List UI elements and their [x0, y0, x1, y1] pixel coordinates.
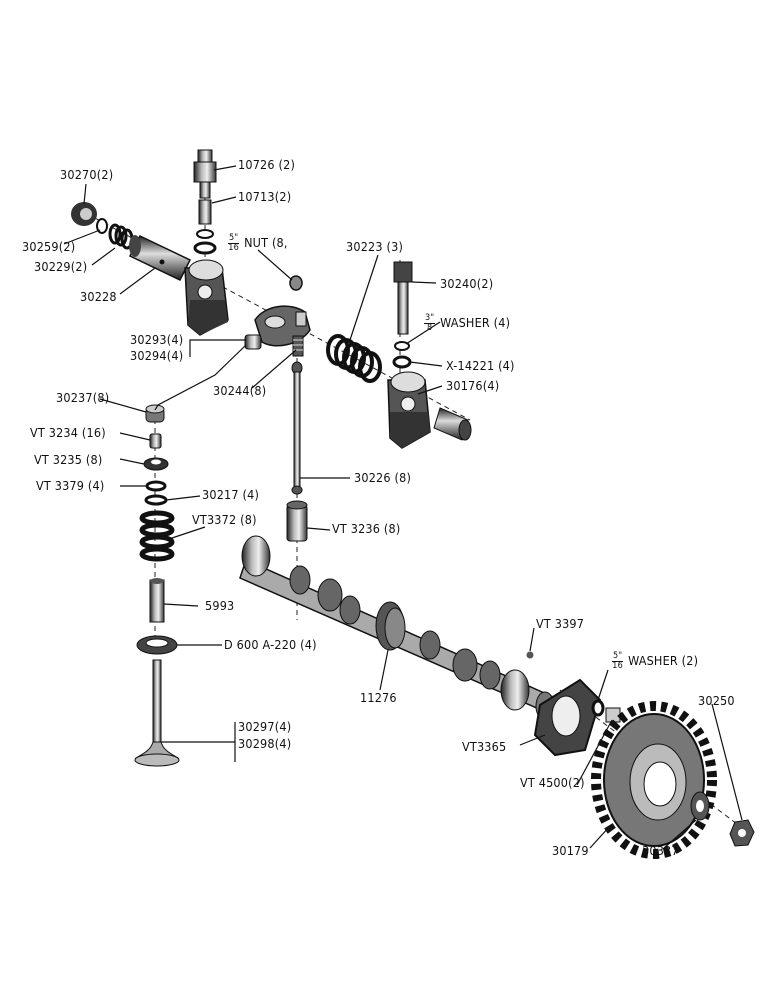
- label-vt3236: VT 3236 (8): [332, 521, 401, 536]
- label-nut-text: NUT (8,: [244, 235, 288, 250]
- label-nut-5-16: 5"16 NUT (8,: [228, 234, 288, 253]
- part-30240-bolt: [393, 261, 413, 335]
- label-30240: 30240(2): [440, 276, 494, 291]
- part-vt3397-plug: [526, 651, 534, 659]
- part-30228-rocker-shaft: [128, 235, 192, 281]
- label-vt3365: VT3365: [462, 739, 507, 754]
- part-d600-insert: [136, 635, 178, 655]
- fraction-5-16-washer: 5"16: [612, 651, 624, 671]
- washer-small: [196, 229, 214, 239]
- label-vt3235: VT 3235 (8): [34, 452, 103, 467]
- part-30237-cap: [145, 404, 165, 423]
- label-washer-5-16: 5"16 WASHER (2): [612, 652, 698, 671]
- part-30259-washer: [96, 218, 108, 234]
- label-30337: 30337: [642, 843, 679, 858]
- label-washer-3-8-text: WASHER (4): [440, 315, 511, 330]
- label-washer-5-16-text: WASHER (2): [628, 653, 699, 668]
- part-10713-spacer: [198, 199, 212, 225]
- shaft-end-plug: [433, 407, 472, 441]
- label-30297: 30297(4): [238, 719, 292, 734]
- fraction-3-8: 3"8: [424, 313, 436, 333]
- label-30179: 30179: [552, 843, 589, 858]
- part-11276-camshaft: [239, 535, 561, 721]
- part-30244-adjusting-screw: [292, 335, 304, 357]
- cam-gear: [375, 601, 406, 651]
- washer-medium: [193, 241, 217, 255]
- part-30250-nut: [729, 819, 755, 847]
- label-vt3234: VT 3234 (16): [30, 425, 106, 440]
- washer-3-8: [394, 341, 410, 351]
- part-vt3365-thrust-plate: [533, 678, 602, 757]
- label-vt4500: VT 4500(2): [520, 775, 585, 790]
- washer-5-16: [591, 699, 605, 717]
- leader-lines: [63, 165, 743, 849]
- part-vt3236-tappet: [286, 500, 308, 542]
- label-30298: 30298(4): [238, 736, 292, 751]
- rocker-bracket-left: [184, 259, 229, 336]
- label-30294: 30294(4): [130, 348, 184, 363]
- label-30244: 30244(8): [213, 383, 267, 398]
- label-30228: 30228: [80, 289, 117, 304]
- part-10726-stud: [193, 149, 217, 199]
- label-vt3379: VT 3379 (4): [36, 478, 105, 493]
- label-10713: 10713(2): [238, 189, 292, 204]
- part-nut-5-16: [289, 275, 303, 291]
- part-30297-valve: [134, 659, 180, 767]
- label-30259: 30259(2): [22, 239, 76, 254]
- part-vt3379-washer: [145, 480, 167, 492]
- label-x14221: X-14221 (4): [446, 358, 515, 373]
- label-vt3372: VT3372 (8): [192, 512, 257, 527]
- label-washer-3-8: 3"8 WASHER (4): [424, 314, 510, 333]
- part-30337-washer: [690, 791, 710, 821]
- part-5993-guide: [149, 578, 165, 623]
- part-30176-bracket: [387, 371, 431, 449]
- part-30226-push-rod: [291, 361, 303, 495]
- label-10726: 10726 (2): [238, 157, 296, 172]
- label-5993: 5993: [205, 598, 235, 613]
- part-30217-seat: [144, 494, 168, 506]
- label-30270: 30270(2): [60, 167, 114, 182]
- label-11276: 11276: [360, 690, 397, 705]
- part-vt3235-retainer: [143, 457, 169, 471]
- label-30176: 30176(4): [446, 378, 500, 393]
- part-30179-cam-gear: [591, 701, 717, 859]
- label-30293: 30293(4): [130, 332, 184, 347]
- part-30293-bushing: [244, 334, 262, 350]
- part-30223-spring: [326, 334, 382, 383]
- label-30217: 30217 (4): [202, 487, 260, 502]
- part-x14221-washer: [392, 355, 412, 369]
- label-d600: D 600 A-220 (4): [224, 637, 317, 652]
- part-30270-cap: [71, 202, 97, 226]
- label-vt3397: VT 3397: [536, 616, 585, 631]
- part-vt4500-screw: [605, 707, 621, 723]
- label-30226: 30226 (8): [354, 470, 412, 485]
- part-vt3372-spring: [139, 510, 175, 562]
- part-vt3234-keepers: [149, 433, 162, 449]
- fraction-5-16: 5"16: [228, 233, 240, 253]
- label-30223: 30223 (3): [346, 239, 404, 254]
- label-30229: 30229(2): [34, 259, 88, 274]
- label-30237: 30237(8): [56, 390, 110, 405]
- label-30250: 30250: [698, 693, 735, 708]
